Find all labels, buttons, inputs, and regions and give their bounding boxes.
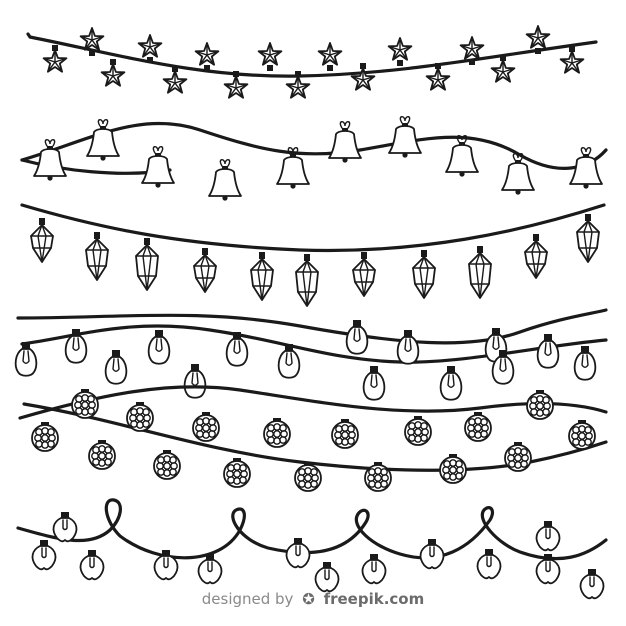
bulb-ornament [147, 330, 171, 365]
star-ornament [459, 36, 485, 65]
crystal-ornament [30, 218, 54, 263]
lattice-globe-ornament [568, 420, 596, 450]
freepik-logo-icon: ✪ [302, 590, 315, 608]
bulb-ornament [14, 342, 38, 377]
bulb-ornament [491, 350, 515, 385]
bulb-ornament [439, 366, 463, 401]
star-ornament [525, 25, 551, 54]
star-ornament [387, 37, 413, 66]
crystal-ornament [85, 232, 109, 281]
lattice-globe-ornament [71, 389, 99, 419]
star-ornament [559, 46, 585, 74]
bell-ornament [141, 146, 175, 188]
bell-garland [20, 116, 608, 201]
lattice-globe-ornament [504, 442, 532, 472]
lattice-globe-ornament [331, 419, 359, 449]
bulb-ornament [573, 346, 597, 381]
lattice-globe-ornament [88, 440, 116, 470]
credit-brand: freepik.com [323, 590, 425, 608]
bell-ornament [445, 135, 479, 177]
bell-ornament [328, 121, 362, 163]
star-ornament [425, 63, 451, 91]
bell-wire [20, 121, 608, 170]
loop-light-ornament [79, 550, 105, 581]
bell-ornament [33, 139, 67, 181]
crystal-ornament [193, 248, 217, 293]
crystal-ornament [250, 252, 274, 301]
star-ornament [79, 27, 105, 56]
loop-light-ornament [579, 569, 605, 600]
lattice-globe-ornament [192, 412, 220, 442]
bulb-ornament [225, 332, 249, 367]
crystal-ornament [524, 234, 548, 279]
bulb-wire-upper [16, 308, 608, 345]
globe-wire-upper [18, 385, 608, 420]
lattice-globe-ornament [526, 390, 554, 420]
star-ornament [162, 66, 188, 94]
star-garland [26, 25, 598, 99]
loop-wire [16, 498, 608, 561]
bell-ornament [501, 153, 535, 195]
lattice-globe-ornament [364, 462, 392, 492]
star-ornament [137, 34, 163, 63]
star-ornament [100, 59, 126, 87]
bell-ornament [569, 147, 603, 189]
crystal-ornament [135, 238, 159, 291]
lattice-globe-ornament [153, 450, 181, 480]
bell-ornament [388, 116, 422, 158]
bulb-ornament [362, 366, 386, 401]
lattice-globe-ornament [294, 462, 322, 492]
loop-light-ornament [535, 554, 561, 585]
credit-prefix: designed by [201, 590, 294, 608]
lattice-globe-ornament [126, 402, 154, 432]
loop-light-ornament [535, 521, 561, 552]
star-ornament [350, 63, 376, 91]
star-ornament [490, 55, 516, 83]
star-ornament [223, 71, 249, 99]
bulb-ornament [536, 334, 560, 369]
bulb-ornament [345, 320, 369, 355]
loop-light-ornament [314, 562, 340, 593]
lattice-globe-ornament [464, 412, 492, 442]
lattice-globe-ornament [263, 418, 291, 448]
bell-ornament [208, 159, 242, 201]
loop-light-ornament [476, 549, 502, 580]
bulb-ornament [64, 329, 88, 364]
crystal-garland [20, 203, 606, 307]
lattice-globe-ornament [223, 458, 251, 488]
bell-ornament [276, 147, 310, 189]
bulb-ornament [104, 350, 128, 385]
crystal-wire [20, 203, 606, 253]
loop-light-garland [16, 498, 608, 600]
crystal-ornament [576, 214, 600, 263]
star-ornament [257, 42, 283, 71]
loop-light-ornament [285, 538, 311, 569]
loop-light-ornament [419, 539, 445, 570]
lattice-globe-garland [18, 385, 608, 492]
crystal-ornament [412, 250, 436, 299]
bulb-ornament [396, 330, 420, 365]
lattice-globe-ornament [439, 454, 467, 484]
crystal-ornament [295, 254, 319, 307]
bell-ornament [86, 119, 120, 161]
loop-light-ornament [52, 512, 78, 543]
bulb-garland [14, 308, 608, 401]
loop-light-ornament [31, 540, 57, 571]
star-wire-end [26, 32, 32, 39]
lattice-globe-ornament [404, 416, 432, 446]
star-ornament [42, 45, 68, 73]
star-ornament [194, 42, 220, 71]
loop-light-ornament [153, 550, 179, 581]
star-ornament [285, 71, 311, 99]
star-ornament [317, 42, 343, 71]
crystal-ornament [468, 246, 492, 299]
lattice-globe-ornament [31, 422, 59, 452]
loop-light-ornament [197, 554, 223, 585]
loop-light-ornament [361, 554, 387, 585]
crystal-ornament [352, 252, 376, 297]
credit-line: designed by ✪ freepik.com [0, 590, 626, 612]
bulb-ornament [277, 344, 301, 379]
bulb-ornament [183, 364, 207, 399]
